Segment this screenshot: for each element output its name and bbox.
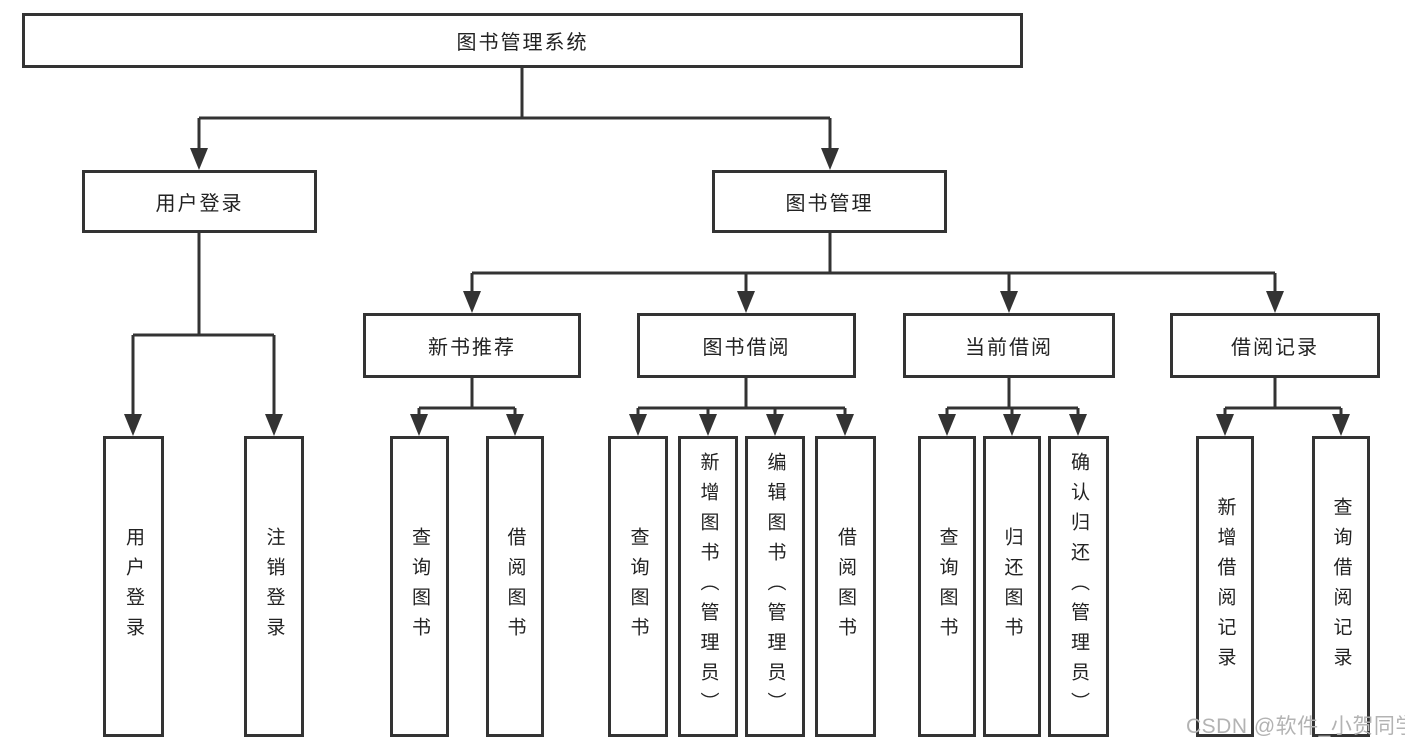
node-label: 查询图书 [627, 526, 649, 647]
connector-current-borrow-children [938, 378, 1087, 436]
node-label: 图书借阅 [702, 337, 791, 359]
node-label: 图书管理系统 [456, 32, 589, 54]
leaf-logout: 注销登录 [244, 436, 304, 737]
connector-root-to-level2 [190, 68, 839, 170]
connector-book-borrow-children [629, 378, 854, 436]
node-label: 当前借阅 [965, 337, 1053, 359]
leaf-records-query-record: 查询借阅记录 [1312, 436, 1370, 737]
node-label: 查询图书 [409, 526, 430, 647]
node-label: 归还图书 [1001, 526, 1023, 647]
connector-borrow-records-children [1216, 378, 1350, 436]
node-label: 新增借阅记录 [1214, 496, 1236, 677]
node-label: 用户登录 [155, 193, 244, 215]
connector-book-management-children [463, 233, 1284, 313]
leaf-user-login: 用户登录 [103, 436, 164, 737]
node-book-borrow: 图书借阅 [637, 313, 856, 378]
node-new-book-recommend: 新书推荐 [363, 313, 581, 378]
node-book-management: 图书管理 [712, 170, 947, 233]
leaf-records-add-record: 新增借阅记录 [1196, 436, 1254, 737]
node-user-login: 用户登录 [82, 170, 317, 233]
node-label: 新书推荐 [428, 337, 516, 359]
node-label: 编辑图书（管理员） [764, 451, 786, 722]
leaf-borrow-query-books: 查询图书 [608, 436, 668, 737]
node-label: 查询借阅记录 [1330, 496, 1352, 677]
leaf-current-confirm-return-admin: 确认归还（管理员） [1048, 436, 1109, 737]
leaf-current-return-books: 归还图书 [983, 436, 1041, 737]
node-borrow-records: 借阅记录 [1170, 313, 1380, 378]
connector-new-book-recommend-children [410, 378, 524, 436]
node-label: 查询图书 [936, 526, 958, 647]
leaf-current-query-books: 查询图书 [918, 436, 976, 737]
node-label: 注销登录 [263, 526, 285, 647]
leaf-recommend-borrow-books: 借阅图书 [486, 436, 544, 737]
node-label: 新增图书（管理员） [697, 451, 719, 722]
connector-user-login-children [124, 233, 283, 436]
node-label: 图书管理 [785, 193, 874, 215]
leaf-borrow-add-books-admin: 新增图书（管理员） [678, 436, 738, 737]
node-label: 借阅图书 [835, 526, 856, 647]
node-current-borrow: 当前借阅 [903, 313, 1115, 378]
node-label: 用户登录 [123, 526, 144, 647]
node-label: 借阅记录 [1231, 337, 1319, 359]
node-library-management-system: 图书管理系统 [22, 13, 1023, 68]
leaf-recommend-query-books: 查询图书 [390, 436, 449, 737]
csdn-watermark: CSDN @软件_小贺同学 [1186, 715, 1405, 738]
leaf-borrow-borrow-books: 借阅图书 [815, 436, 876, 737]
node-label: 确认归还（管理员） [1068, 451, 1089, 722]
node-label: 借阅图书 [504, 526, 526, 647]
leaf-borrow-edit-books-admin: 编辑图书（管理员） [745, 436, 805, 737]
